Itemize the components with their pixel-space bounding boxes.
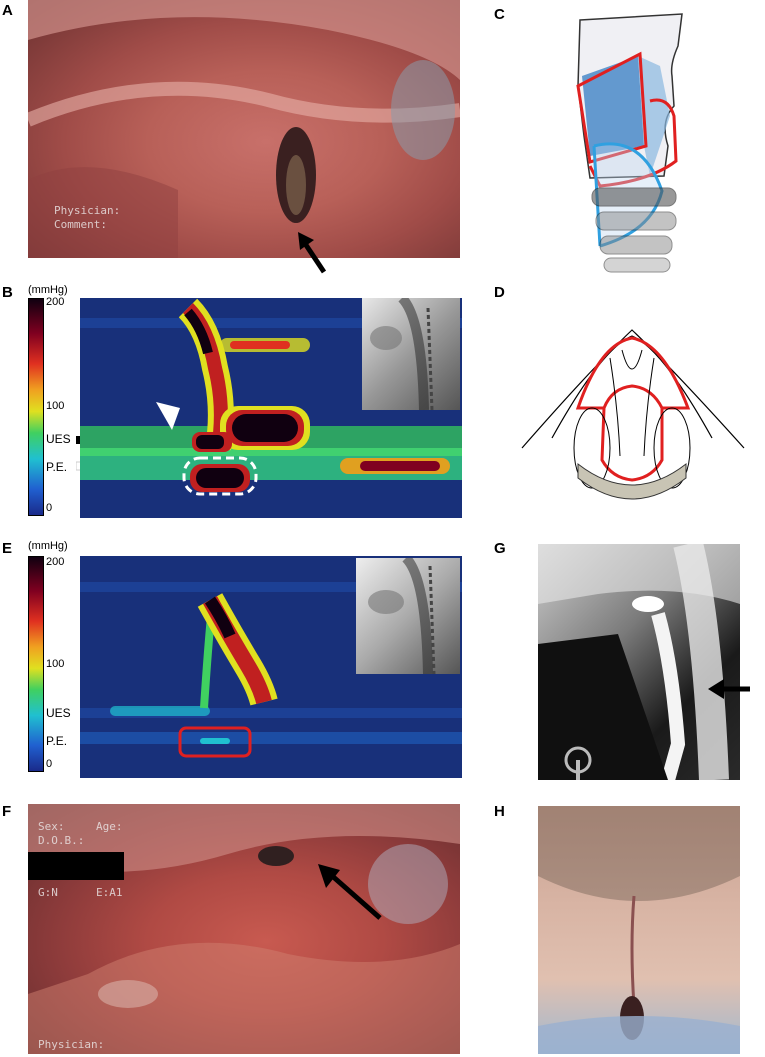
unit-label-b: (mmHg) <box>28 284 68 296</box>
marker-ues-e: UES <box>46 706 71 720</box>
xray-illustration-g <box>538 544 740 780</box>
xray-image-g <box>538 544 740 780</box>
marker-pe-b: P.E. <box>46 460 68 474</box>
scale-max-e: 200 <box>46 556 65 568</box>
neck-illustration-h <box>538 806 740 1054</box>
laryngoscopy-image-a: Physician: Comment: <box>28 0 460 258</box>
panel-letter-e: E <box>2 540 13 557</box>
neck-photo-h <box>538 806 740 1054</box>
panel-letter-c: C <box>494 6 505 23</box>
panel-letter-d: D <box>494 284 505 301</box>
larynx-diagram <box>576 13 683 273</box>
arrow-icon-g <box>708 679 750 699</box>
pressure-colorbar-e <box>28 556 44 772</box>
scale-mid-b: 100 <box>46 400 65 412</box>
scale-max-b: 200 <box>46 296 65 308</box>
topography-plot-b <box>80 298 462 496</box>
arrow-icon <box>298 232 327 274</box>
laryngoscopy-illustration-a <box>28 0 460 258</box>
arrow-icon-f <box>318 864 382 920</box>
pressure-topography-b <box>80 298 462 518</box>
fluoroscopy-inset-e <box>356 556 460 675</box>
overlay-physician: Physician: <box>54 204 121 217</box>
overlay-sex: Sex: <box>38 820 65 833</box>
overlay-dob: D.O.B.: <box>38 834 85 847</box>
scale-min-e: 0 <box>46 758 53 770</box>
laryngoscopy-image-f: Sex: Age: D.O.B.: G:N E:A1 Physician: <box>28 804 460 1054</box>
fluoroscopy-illustration-b <box>370 298 434 411</box>
marker-ues-b: UES <box>46 432 71 446</box>
overlay-gn: G:N <box>38 886 58 899</box>
panel-letter-a: A <box>2 2 13 19</box>
pressure-colorbar-b <box>28 298 44 516</box>
panel-letter-f: F <box>2 803 12 820</box>
overlay-physician-f: Physician: <box>38 1038 105 1051</box>
vocal-fold-diagram <box>521 329 745 500</box>
fluoroscopy-illustration-e <box>368 556 436 675</box>
scale-min-b: 0 <box>46 502 53 514</box>
panel-letter-g: G <box>494 540 506 557</box>
laryngoscopy-illustration-f <box>28 804 460 1054</box>
redaction-bar <box>28 852 124 880</box>
scale-mid-e: 100 <box>46 658 65 670</box>
topography-plot-e <box>80 582 462 758</box>
marker-pe-e: P.E. <box>46 734 68 748</box>
overlay-age: Age: <box>96 820 123 833</box>
panel-letter-b: B <box>2 284 13 301</box>
fluoroscopy-inset-b <box>362 298 460 411</box>
unit-label-e: (mmHg) <box>28 540 68 552</box>
panel-letter-h: H <box>494 803 505 820</box>
overlay-ea1: E:A1 <box>96 886 123 899</box>
overlay-comment: Comment: <box>54 218 107 231</box>
pressure-topography-e <box>80 556 462 778</box>
